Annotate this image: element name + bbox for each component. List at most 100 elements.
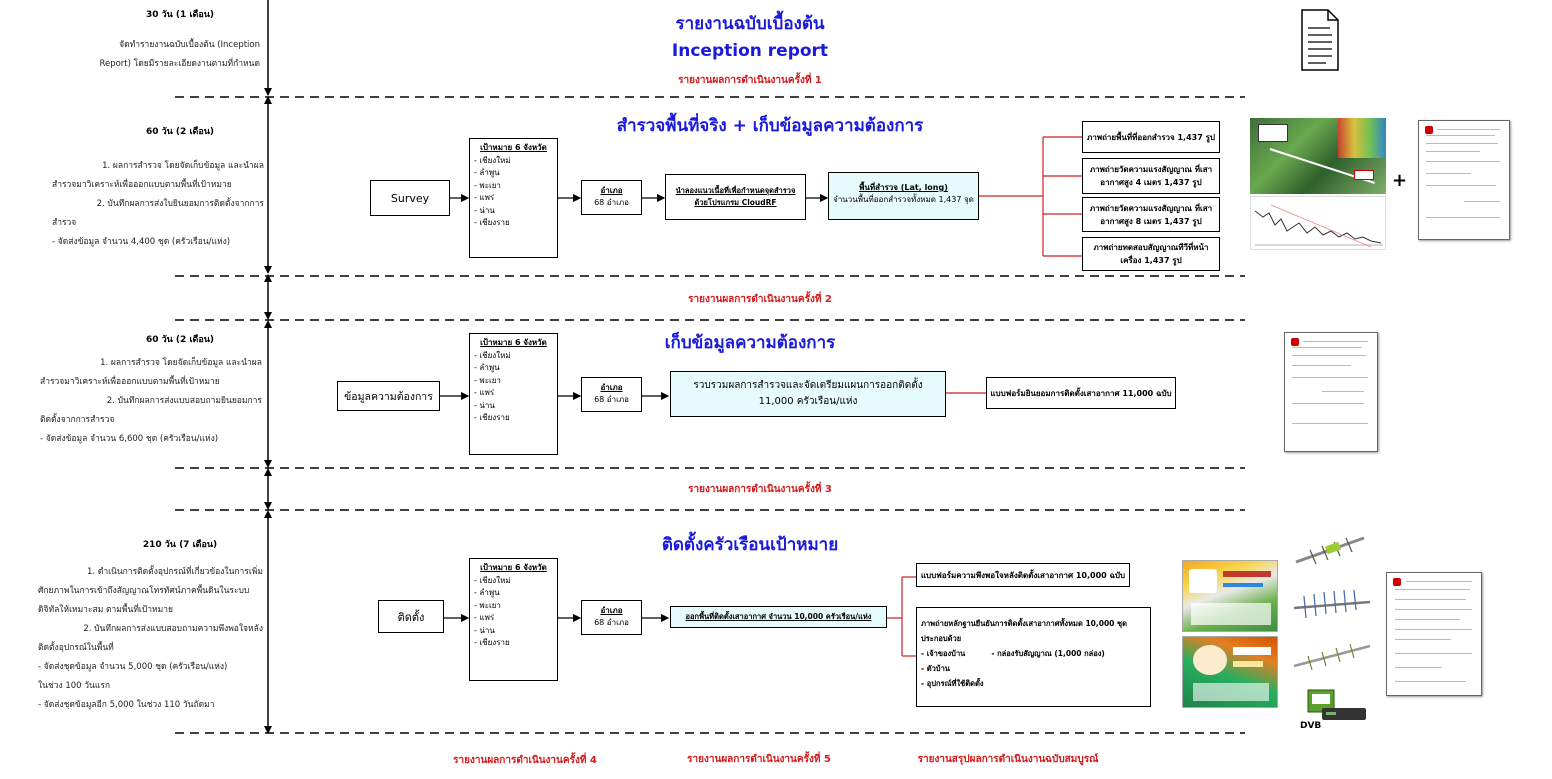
description-line: สำรวจ — [52, 218, 77, 228]
description-2: 1. ผลการสำรวจ โดยจัดเก็บข้อมูล และนำผล ส… — [52, 157, 264, 252]
province-item: - แพร่ — [474, 613, 495, 622]
survey-points-box: พื้นที่สำรวจ (Lat, long) จำนวนพื้นที่ออก… — [828, 172, 979, 220]
province-item: - น่าน — [474, 205, 495, 215]
install-box: ติดตั้ง — [378, 600, 444, 633]
district-heading: อำเภอ — [600, 186, 623, 195]
province-item: - พะเยา — [474, 375, 501, 385]
description-line: จัดทำรายงานฉบับเบื้องต้น (Inception — [119, 40, 260, 50]
survey-box: Survey — [370, 180, 450, 216]
cloudrf-text: นำลองแนวเนื้อที่เพื่อกำหนดจุดสำรวจ ด้วยโ… — [675, 186, 796, 207]
province-item: - พะเยา — [474, 180, 501, 190]
install-area-text: ออกพื้นที่ติดตั้งเสาอากาศ จำนวน 10,000 ค… — [685, 612, 872, 621]
report-note-3: รายงานผลการดำเนินงานครั้งที่ 3 — [688, 484, 832, 495]
antenna-thumbnail — [1290, 582, 1374, 628]
consent-output-box: แบบฟอร์มยินยอมการติดตั้งเสาอากาศ 11,000 … — [986, 377, 1176, 409]
satisfaction-output-box: แบบฟอร์มความพึงพอใจหลังติดตั้งเสาอากาศ 1… — [916, 563, 1130, 587]
cloudrf-box: นำลองแนวเนื้อที่เพื่อกำหนดจุดสำรวจ ด้วยโ… — [665, 174, 806, 220]
satisfaction-form-thumbnail — [1386, 572, 1482, 696]
survey-points-body: จำนวนพื้นที่ออกสำรวจทั้งหมด 1,437 จุด — [833, 195, 974, 204]
province-item: - ลำพูน — [474, 588, 500, 597]
district-count: 68 อำเภอ — [594, 198, 629, 207]
plan-box: รวบรวมผลการสำรวจและจัดเตรียมแผนการออกติด… — [670, 371, 946, 417]
section-title-1-th: รายงานฉบับเบื้องต้น — [675, 14, 825, 34]
evidence-line: - เจ้าของบ้าน - กล่องรับสัญญาณ (1,000 กล… — [921, 649, 1105, 658]
provinces-heading: เป้าหมาย 6 จังหวัด — [480, 338, 547, 347]
province-item: - แพร่ — [474, 193, 495, 202]
plus-sign: + — [1392, 170, 1408, 191]
province-item: - น่าน — [474, 400, 495, 410]
section-title-4: ติดตั้งครัวเรือนเป้าหมาย — [661, 535, 839, 555]
description-4: 1. ดำเนินการติดตั้งอุปกรณ์ที่เกี่ยวข้องใ… — [38, 563, 263, 715]
document-icon — [1298, 8, 1342, 72]
description-line: ศักยภาพในการเข้าถึงสัญญาณโทรทัศน์ภาคพื้น… — [38, 586, 250, 596]
antenna-thumbnail — [1290, 636, 1374, 676]
description-line: ติดตั้งอุปกรณ์ในพื้นที่ — [38, 643, 114, 653]
install-brochure-thumbnail — [1182, 636, 1278, 708]
requirement-box: ข้อมูลความต้องการ — [337, 381, 440, 411]
district-count: 68 อำเภอ — [594, 618, 629, 627]
provinces-box: เป้าหมาย 6 จังหวัด - เชียงใหม่ - ลำพูน -… — [469, 138, 558, 258]
province-item: - น่าน — [474, 625, 495, 635]
province-item: - แพร่ — [474, 388, 495, 397]
install-brochure-thumbnail — [1182, 560, 1278, 632]
evidence-line: - ตัวบ้าน — [921, 664, 950, 673]
description-3: 1. ผลการสำรวจ โดยจัดเก็บข้อมูล และนำผล ส… — [40, 354, 262, 449]
province-item: - เชียงราย — [474, 218, 510, 227]
section-title-1-en: Inception report — [671, 41, 829, 61]
description-line: ในช่วง 100 วันแรก — [38, 681, 111, 691]
section-title-3: เก็บข้อมูลความต้องการ — [664, 333, 836, 353]
report-note-5: รายงานผลการดำเนินงานครั้งที่ 5 — [687, 754, 831, 765]
signal-graph-thumbnail — [1250, 196, 1386, 250]
province-item: - ลำพูน — [474, 168, 500, 177]
description-line: Report) โดยมีรายละเอียดงานตามที่กำหนด — [99, 59, 260, 69]
evidence-line: - อุปกรณ์ที่ใช้ติดตั้ง — [921, 679, 984, 688]
district-count: 68 อำเภอ — [594, 395, 629, 404]
consent-form-thumbnail — [1284, 332, 1378, 452]
report-note-2: รายงานผลการดำเนินงานครั้งที่ 2 — [688, 294, 832, 305]
provinces-box: เป้าหมาย 6 จังหวัด - เชียงใหม่ - ลำพูน -… — [469, 333, 558, 455]
provinces-box: เป้าหมาย 6 จังหวัด - เชียงใหม่ - ลำพูน -… — [469, 558, 558, 681]
province-item: - ลำพูน — [474, 363, 500, 372]
district-box: อำเภอ 68 อำเภอ — [581, 600, 642, 635]
plan-line-2: 11,000 ครัวเรือน/แห่ง — [758, 396, 858, 407]
provinces-heading: เป้าหมาย 6 จังหวัด — [480, 563, 547, 572]
description-line: 1. ดำเนินการติดตั้งอุปกรณ์ที่เกี่ยวข้องใ… — [87, 567, 263, 577]
evidence-line: ภาพถ่ายหลักฐานยืนยันการติดตั้งเสาอากาศทั… — [921, 619, 1127, 628]
report-note-final: รายงานสรุปผลการดำเนินงานฉบับสมบูรณ์ — [917, 754, 1099, 765]
report-note-4: รายงานผลการดำเนินงานครั้งที่ 4 — [453, 755, 597, 766]
description-line: 2. บันทึกผลการส่งใบยินยอมการติดตั้งจากกา… — [96, 199, 264, 209]
province-item: - เชียงใหม่ — [474, 350, 511, 360]
province-item: - พะเยา — [474, 600, 501, 610]
plan-line-1: รวบรวมผลการสำรวจและจัดเตรียมแผนการออกติด… — [693, 380, 923, 391]
timeline-arrowheads — [264, 88, 272, 734]
province-item: - เชียงใหม่ — [474, 155, 511, 165]
coverage-map-thumbnail — [1250, 118, 1386, 194]
province-item: - เชียงราย — [474, 638, 510, 647]
antenna-thumbnail — [1290, 530, 1374, 570]
output-connectors — [887, 136, 1082, 657]
district-box: อำเภอ 68 อำเภอ — [581, 377, 642, 412]
district-heading: อำเภอ — [600, 606, 623, 615]
install-area-box: ออกพื้นที่ติดตั้งเสาอากาศ จำนวน 10,000 ค… — [670, 606, 887, 628]
output-box-2: ภาพถ่ายวัดความแรงสัญญาณ ที่เสาอากาศสูง 4… — [1082, 158, 1220, 194]
section-separators — [175, 96, 1245, 734]
description-line: 1. ผลการสำรวจ โดยจัดเก็บข้อมูล และนำผล — [100, 358, 262, 368]
description-line: 2. บันทึกผลการส่งแบบสอบถามยินยอมการ — [106, 396, 262, 406]
description-line: - จัดส่งชุดข้อมูลอีก 5,000 ในช่วง 110 วั… — [38, 700, 215, 710]
description-line: - จัดส่งข้อมูล จำนวน 6,600 ชุด (ครัวเรือ… — [40, 434, 219, 444]
description-line: สำรวจมาวิเคราะห์เพื่อออกแบบตามพื้นที่เป้… — [52, 180, 232, 190]
district-box: อำเภอ 68 อำเภอ — [581, 180, 642, 215]
evidence-line: ประกอบด้วย — [921, 634, 962, 643]
duration-4: 210 วัน (7 เดือน) — [142, 540, 218, 550]
duration-1: 30 วัน (1 เดือน) — [145, 10, 215, 20]
description-line: สำรวจมาวิเคราะห์เพื่อออกแบบตามพื้นที่เป้… — [40, 377, 220, 387]
province-item: - เชียงใหม่ — [474, 575, 511, 585]
duration-2: 60 วัน (2 เดือน) — [145, 127, 215, 137]
description-line: ติดตั้งจากการสำรวจ — [40, 415, 115, 425]
duration-3: 60 วัน (2 เดือน) — [145, 335, 215, 345]
report-note-1: รายงานผลการดำเนินงานครั้งที่ 1 — [678, 75, 822, 86]
evidence-output-box: ภาพถ่ายหลักฐานยืนยันการติดตั้งเสาอากาศทั… — [916, 607, 1151, 707]
description-line: - จัดส่งข้อมูล จำนวน 4,400 ชุด (ครัวเรือ… — [52, 237, 231, 247]
survey-points-heading: พื้นที่สำรวจ (Lat, long) — [859, 183, 948, 192]
